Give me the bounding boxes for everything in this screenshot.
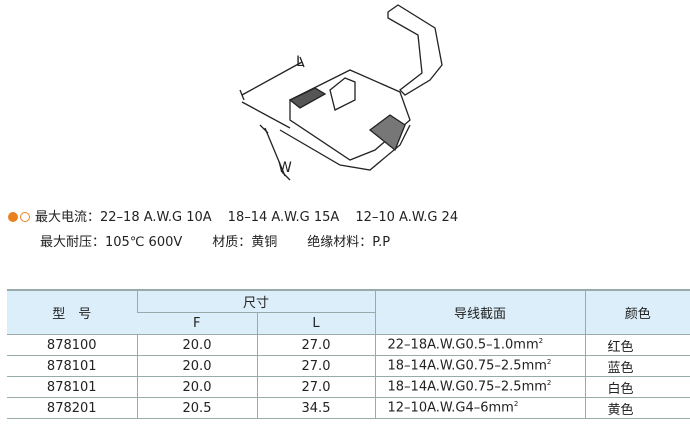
cell-wire: 22–18A.W.G0.5–1.0mm2 [374,334,585,356]
cell-l: 27.0 [256,376,375,398]
dimension-label-l: L [296,54,304,70]
spec-current: 最大电流：22–18 A.W.G 10A 18–14 A.W.G 15A 12–10… [8,206,474,225]
spec-label: 最大电流： [35,210,101,225]
cell-model: 878101 [7,376,137,398]
cell-l: 34.5 [256,397,375,419]
wire-text: 12–10A.W.G4–6mm [387,400,514,416]
hollow-dot-icon [20,212,30,222]
spec-item: 22–18 A.W.G 10A [100,210,212,225]
cell-color: 红色 [584,334,690,356]
cell-l: 27.0 [256,334,375,356]
cell-model: 878201 [7,397,137,419]
cell-color: 白色 [584,376,690,398]
spec-label: 最大耐压： [40,235,106,250]
wire-sup: 2 [513,400,519,409]
wire-sup: 2 [546,379,552,388]
cell-color: 黄色 [584,397,690,419]
spec-item: 105℃ 600V [105,235,183,250]
orange-dot-icon [8,212,18,222]
wire-sup: 2 [538,337,544,346]
spec-item: 绝缘材料：P.P [307,235,391,250]
dimension-label-w: W [278,160,292,176]
cell-f: 20.0 [136,355,257,377]
header-f: F [137,312,257,335]
spec-item: 12–10 A.W.G 24 [355,210,459,225]
cell-wire: 18–14A.W.G0.75–2.5mm2 [374,355,585,377]
spec-item: 18–14 A.W.G 15A [227,210,340,225]
connector-illustration: L W [239,4,443,181]
wire-text: 18–14A.W.G0.75–2.5mm [387,379,547,395]
wire-sup: 2 [546,358,552,367]
cell-color: 蓝色 [584,355,690,377]
cell-model: 878101 [7,355,137,377]
cell-model: 878100 [7,334,137,356]
header-model: 型 号 [7,290,137,335]
cell-wire: 18–14A.W.G0.75–2.5mm2 [374,376,585,398]
cell-wire: 12–10A.W.G4–6mm2 [374,397,585,419]
header-l: L [256,312,375,335]
cell-l: 27.0 [256,355,375,377]
wire-text: 22–18A.W.G0.5–1.0mm [387,337,539,353]
header-wire: 导线截面 [374,290,585,335]
header-size: 尺寸 [136,290,375,313]
cell-f: 20.0 [136,334,257,356]
header-color: 颜色 [584,290,690,335]
cell-f: 20.0 [136,376,257,398]
wire-text: 18–14A.W.G0.75–2.5mm [387,358,547,374]
cell-f: 20.5 [136,397,257,419]
spec-voltage: 最大耐压：105℃ 600V 材质：黄铜 绝缘材料：P.P [40,231,406,250]
spec-item: 材质：黄铜 [212,235,278,250]
